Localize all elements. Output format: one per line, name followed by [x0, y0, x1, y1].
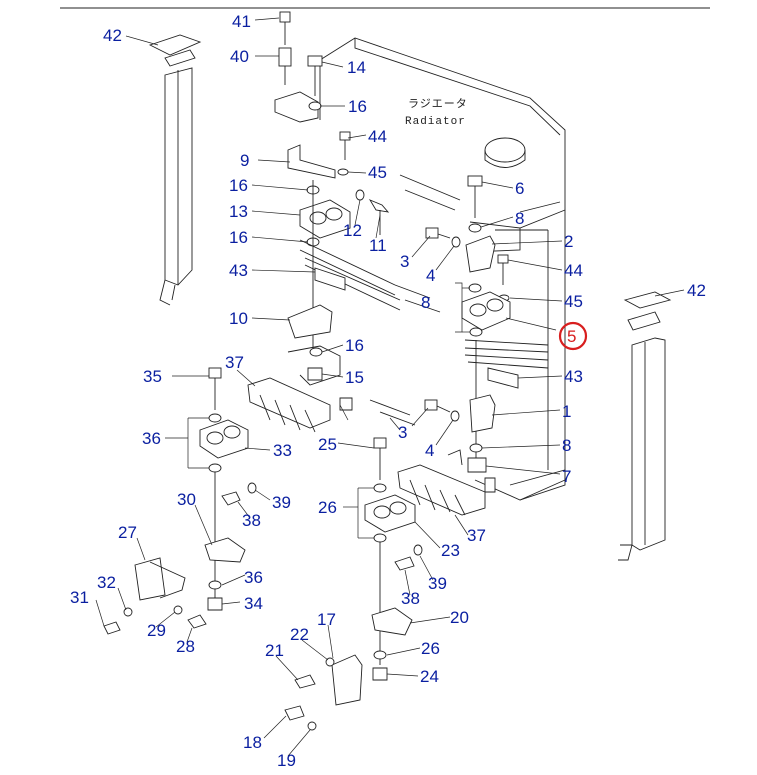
radiator-label-en: Radiator [405, 116, 466, 128]
part-label-36-b: 36 [244, 568, 263, 587]
highlight-circle-part-5 [558, 321, 588, 351]
part-label-13: 13 [229, 202, 248, 221]
part-label-36-a: 36 [142, 429, 161, 448]
left-small-bolts [337, 131, 390, 235]
left-side-plate [148, 34, 202, 306]
part-label-19: 19 [277, 751, 296, 770]
part-label-23: 23 [441, 541, 460, 560]
part-label-37-left: 37 [225, 353, 244, 372]
part-label-4-mid: 4 [425, 441, 434, 460]
part-label-12: 12 [343, 221, 362, 240]
part-label-38-right: 38 [401, 589, 420, 608]
part-label-16-top: 16 [348, 97, 367, 116]
part-label-3-top: 3 [400, 252, 409, 271]
part-label-40: 40 [230, 47, 249, 66]
part-label-37-right: 37 [467, 526, 486, 545]
part-label-30: 30 [177, 490, 196, 509]
part-label-45-right: 45 [564, 292, 583, 311]
part-label-18: 18 [243, 733, 262, 752]
part-label-10: 10 [229, 309, 248, 328]
part-label-11: 11 [369, 236, 387, 255]
left-lower-assembly [103, 367, 353, 635]
part-label-32: 32 [97, 573, 116, 592]
center-lower-assembly [284, 437, 496, 731]
part-label-26-b: 26 [421, 639, 440, 658]
part-label-8-mid: 8 [421, 293, 430, 312]
part-label-43-left: 43 [229, 261, 248, 280]
part-label-33: 33 [273, 441, 292, 460]
part-label-2: 2 [564, 232, 573, 251]
part-label-41: 41 [232, 12, 251, 31]
part-label-8-top: 8 [515, 209, 524, 228]
part-label-44-right: 44 [564, 261, 583, 280]
part-label-16-a: 16 [229, 176, 248, 195]
left-top-bolts [274, 11, 323, 123]
part-label-31: 31 [70, 588, 89, 607]
part-label-39-right: 39 [428, 574, 447, 593]
part-label-21: 21 [265, 641, 284, 660]
part-label-27: 27 [118, 523, 137, 542]
right-upper-bolts [425, 175, 510, 302]
radiator-label-jp: ラジエータ [408, 97, 468, 110]
part-label-22: 22 [290, 625, 309, 644]
left-lower-bracket [287, 304, 341, 386]
part-label-42-left: 42 [103, 26, 122, 45]
part-label-45-left: 45 [368, 163, 387, 182]
part-label-39-left: 39 [272, 493, 291, 512]
part-label-16-c: 16 [345, 336, 364, 355]
right-lower-bracket [424, 340, 496, 473]
part-label-35: 35 [143, 367, 162, 386]
part-label-9: 9 [240, 151, 249, 170]
part-label-6: 6 [515, 179, 524, 198]
part-label-7: 7 [562, 467, 571, 486]
part-label-14: 14 [347, 58, 366, 77]
part-label-29: 29 [147, 621, 166, 640]
part-label-3-mid: 3 [398, 423, 407, 442]
leader-lines [95, 17, 685, 757]
part-label-8-low: 8 [562, 436, 571, 455]
part-label-5-highlighted: 5 [567, 327, 576, 346]
part-label-34: 34 [244, 594, 263, 613]
part-label-43-right: 43 [564, 367, 583, 386]
right-side-plate [618, 291, 672, 561]
part-label-20: 20 [450, 608, 469, 627]
part-label-16-b: 16 [229, 228, 248, 247]
part-label-25: 25 [318, 435, 337, 454]
part-label-15: 15 [345, 368, 364, 387]
part-label-26-a: 26 [318, 498, 337, 517]
part-label-38-left: 38 [242, 511, 261, 530]
part-number-labels: 42 41 40 14 16 44 9 45 16 13 12 16 11 43… [70, 12, 706, 770]
part-label-4-top: 4 [426, 266, 435, 285]
part-label-44-left: 44 [368, 127, 387, 146]
part-label-28: 28 [176, 637, 195, 656]
radiator-body [319, 37, 566, 501]
part-label-1: 1 [562, 402, 571, 421]
part-label-24: 24 [420, 667, 439, 686]
right-mount-5 [461, 283, 549, 389]
left-upper-mount [287, 144, 401, 350]
part-label-42-right: 42 [687, 281, 706, 300]
part-label-17: 17 [317, 610, 336, 629]
